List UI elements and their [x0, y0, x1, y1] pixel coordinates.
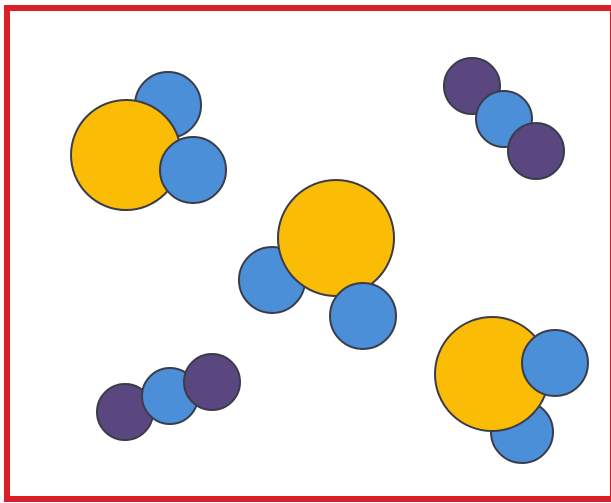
atom-end [507, 122, 565, 180]
diagram-frame [4, 5, 611, 502]
molecules-layer [70, 57, 589, 464]
atom-large [277, 179, 395, 297]
atom-small [521, 329, 589, 397]
atom-small [329, 282, 397, 350]
molecule-center [238, 179, 397, 350]
molecule-top-right [443, 57, 565, 180]
atom-end [183, 353, 241, 411]
atom-small [159, 136, 227, 204]
molecule-bottom-left [96, 353, 241, 441]
molecule-top-left [70, 71, 227, 211]
molecule-bottom-right [434, 316, 589, 464]
